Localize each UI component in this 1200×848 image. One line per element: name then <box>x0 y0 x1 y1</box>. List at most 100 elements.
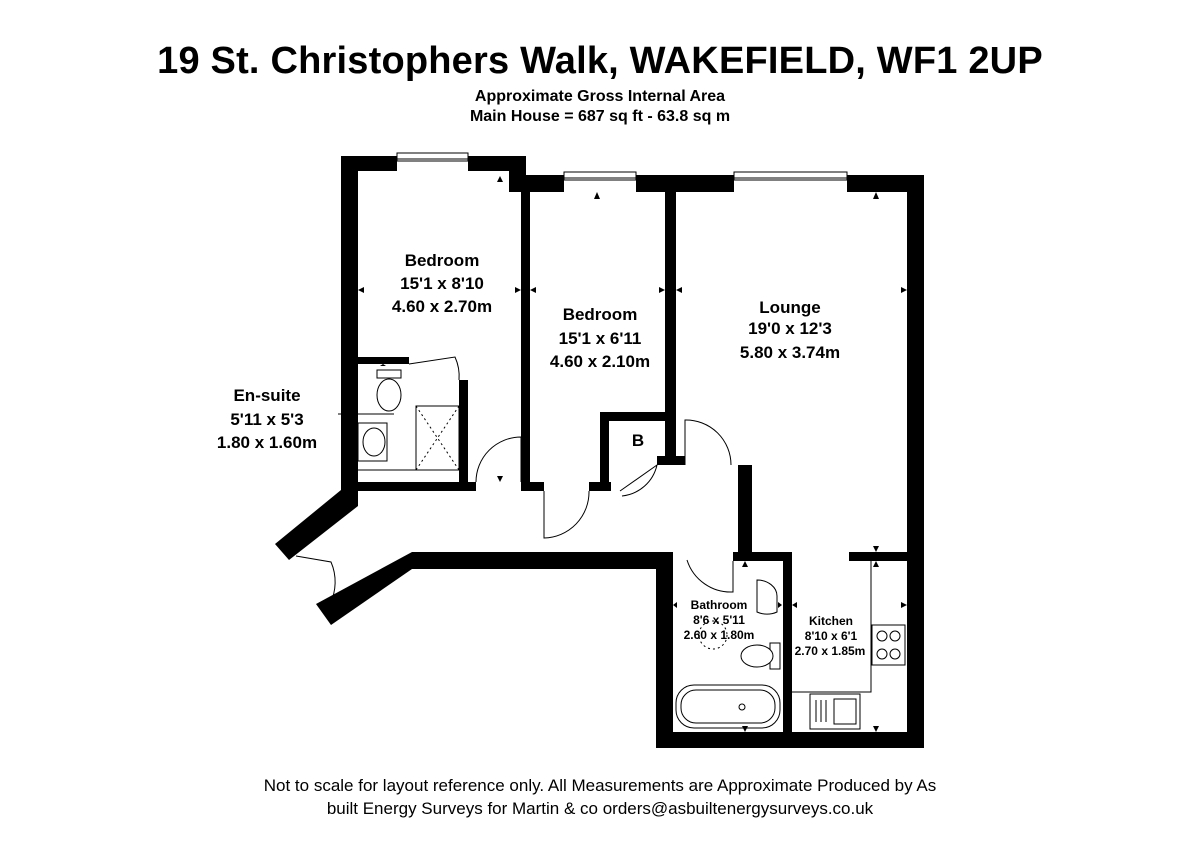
dimension-arrow <box>901 287 907 293</box>
wall-segment <box>358 357 409 364</box>
window <box>733 177 848 181</box>
hob-ring <box>876 630 888 642</box>
wall-segment <box>509 175 564 192</box>
bathroom-metric: 2.60 x 1.80m <box>684 628 755 642</box>
bedroom2-name: Bedroom <box>563 305 638 324</box>
dimension-arrow <box>673 602 677 608</box>
dimension-arrow <box>873 726 879 732</box>
wall-segment <box>521 482 544 491</box>
dimension-arrow <box>497 476 503 482</box>
bedroom2-metric: 4.60 x 2.10m <box>550 352 650 371</box>
dimension-arrow <box>530 287 536 293</box>
footer-line-1: Not to scale for layout reference only. … <box>263 776 937 795</box>
dimension-arrow <box>358 287 364 293</box>
wall-segment <box>600 412 676 421</box>
window <box>563 171 637 179</box>
wc-bowl <box>376 378 402 412</box>
hob-ring <box>889 648 901 660</box>
dimension-arrow <box>659 287 665 293</box>
kitchen-metric: 2.70 x 1.85m <box>795 644 866 658</box>
kitchen-fixtures <box>792 561 906 730</box>
wall-segment <box>521 175 530 490</box>
room-labels: Bedroom 15'1 x 8'10 4.60 x 2.70m Bedroom… <box>217 251 865 658</box>
wall-segment <box>341 156 358 506</box>
bathroom-fixtures <box>675 579 781 729</box>
wall-segment <box>275 490 358 560</box>
door-swing <box>619 463 658 497</box>
lounge-metric: 5.80 x 3.74m <box>740 343 840 362</box>
area-caption: Approximate Gross Internal Area <box>474 88 726 105</box>
dimension-arrow <box>676 287 682 293</box>
dimension-arrow <box>515 287 521 293</box>
basin-bowl <box>362 427 386 457</box>
ensuite-name: En-suite <box>233 386 300 405</box>
dimension-arrow <box>901 602 907 608</box>
dimension-markers <box>358 176 907 732</box>
hob-ring <box>876 648 888 660</box>
dimension-arrow <box>792 602 797 608</box>
wall-segment <box>849 552 924 561</box>
dimension-arrow <box>778 602 782 608</box>
ensuite-metric: 1.80 x 1.60m <box>217 433 317 452</box>
wall-segment <box>316 552 412 625</box>
shower-head <box>698 620 728 650</box>
dimension-arrow <box>873 546 879 552</box>
bedroom2-imperial: 15'1 x 6'11 <box>559 329 642 348</box>
dimension-arrow <box>497 176 503 182</box>
dimension-arrow <box>380 364 386 366</box>
dimension-arrow <box>594 192 600 199</box>
shower-tray <box>415 405 460 471</box>
ensuite-imperial: 5'11 x 5'3 <box>230 410 303 429</box>
wall-segment <box>733 552 791 561</box>
door-swing <box>543 490 590 539</box>
dimension-arrow <box>873 561 879 567</box>
kitchen-name: Kitchen <box>809 614 853 628</box>
entry-door-swing <box>295 555 336 605</box>
wall-segment <box>907 175 924 748</box>
wc-cistern <box>376 369 402 379</box>
wall-segment <box>412 552 673 569</box>
basin <box>756 579 778 615</box>
wc-bowl <box>740 644 774 668</box>
wall-segment <box>459 380 468 490</box>
footer-line-2: built Energy Surveys for Martin & co ord… <box>326 799 874 818</box>
window <box>396 152 469 160</box>
window <box>563 177 637 181</box>
wall-segment <box>738 465 752 560</box>
sink-bowl <box>833 698 857 725</box>
walls <box>275 156 924 748</box>
bedroom1-name: Bedroom <box>405 251 480 270</box>
dimension-arrow <box>873 192 879 199</box>
ensuite-fixtures <box>357 369 460 471</box>
wall-segment <box>341 482 476 491</box>
wall-segment <box>656 552 673 748</box>
bath-inner <box>680 689 776 724</box>
window <box>396 158 469 162</box>
door-swing <box>475 436 522 483</box>
entry-door-leaf <box>330 579 364 605</box>
door-swing <box>686 559 734 593</box>
wall-segment <box>847 175 924 192</box>
bedroom1-imperial: 15'1 x 8'10 <box>400 274 484 293</box>
hob <box>871 624 906 666</box>
area-total: Main House = 687 sq ft - 63.8 sq m <box>469 108 731 125</box>
dimension-arrow <box>742 561 748 567</box>
bedroom1-metric: 4.60 x 2.70m <box>392 297 492 316</box>
wall-segment <box>600 412 609 491</box>
page-title: 19 St. Christophers Walk, WAKEFIELD, WF1… <box>157 40 1043 82</box>
wall-segment <box>636 175 734 192</box>
bathroom-imperial: 8'6 x 5'11 <box>693 613 745 627</box>
door-swing <box>408 356 460 381</box>
hob-ring <box>889 630 901 642</box>
windows <box>396 152 848 181</box>
wall-segment <box>783 552 792 748</box>
window <box>733 171 848 179</box>
boiler-cupboard-label: B <box>632 431 644 450</box>
wall-segment <box>665 175 676 465</box>
door-swing <box>684 419 732 466</box>
wall-segment <box>657 456 685 465</box>
lounge-imperial: 19'0 x 12'3 <box>748 319 832 338</box>
bathroom-name: Bathroom <box>691 598 748 612</box>
kitchen-imperial: 8'10 x 6'1 <box>805 629 858 643</box>
